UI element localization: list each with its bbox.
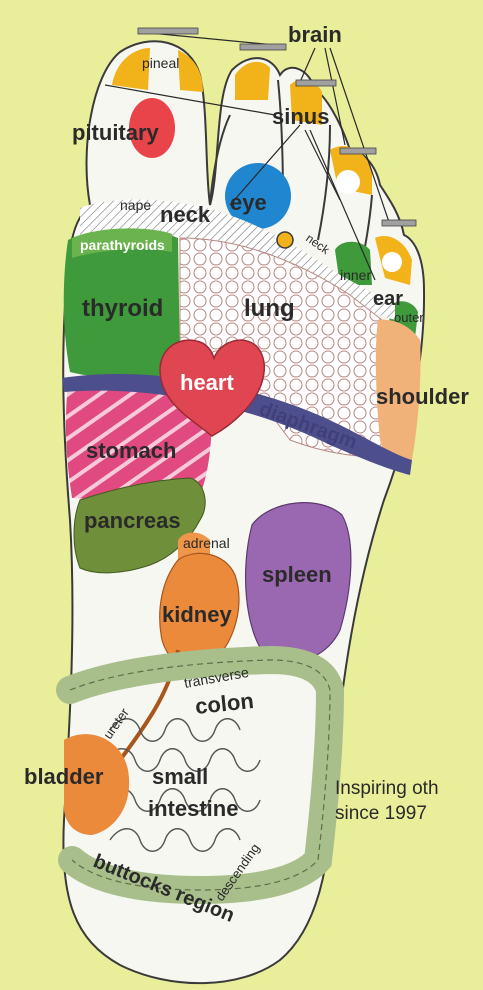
label-lung: lung bbox=[244, 295, 295, 322]
label-eye: eye bbox=[230, 190, 267, 215]
tagline: Inspiring oth since 1997 bbox=[335, 776, 483, 826]
label-pancreas: pancreas bbox=[84, 508, 181, 533]
label-nape: nape bbox=[120, 197, 151, 213]
tagline-line-2: since 1997 bbox=[335, 801, 483, 826]
tagline-line-1: Inspiring oth bbox=[335, 776, 483, 801]
label-stomach: stomach bbox=[86, 438, 176, 463]
label-shoulder: shoulder bbox=[376, 384, 469, 409]
label-sinus: sinus bbox=[272, 104, 329, 129]
label-thyroid: thyroid bbox=[82, 295, 163, 322]
label-pineal: pineal bbox=[142, 55, 179, 71]
label-outer: outer bbox=[394, 310, 424, 325]
toe4-white bbox=[336, 170, 360, 194]
label-heart: heart bbox=[180, 370, 234, 395]
label-spleen: spleen bbox=[262, 562, 332, 587]
label-intestine: intestine bbox=[148, 796, 238, 821]
label-bladder: bladder bbox=[24, 764, 104, 789]
label-neck: neck bbox=[160, 202, 211, 227]
neck-ring bbox=[277, 232, 293, 248]
label-adrenal: adrenal bbox=[183, 535, 230, 551]
label-inner: inner bbox=[340, 267, 371, 283]
label-ear: ear bbox=[373, 288, 403, 310]
label-pituitary: pituitary bbox=[72, 120, 160, 145]
label-small: small bbox=[152, 764, 208, 789]
label-kidney: kidney bbox=[162, 602, 232, 627]
label-brain: brain bbox=[288, 22, 342, 47]
label-parathyroids: parathyroids bbox=[80, 237, 165, 253]
toe5-white bbox=[382, 252, 402, 272]
